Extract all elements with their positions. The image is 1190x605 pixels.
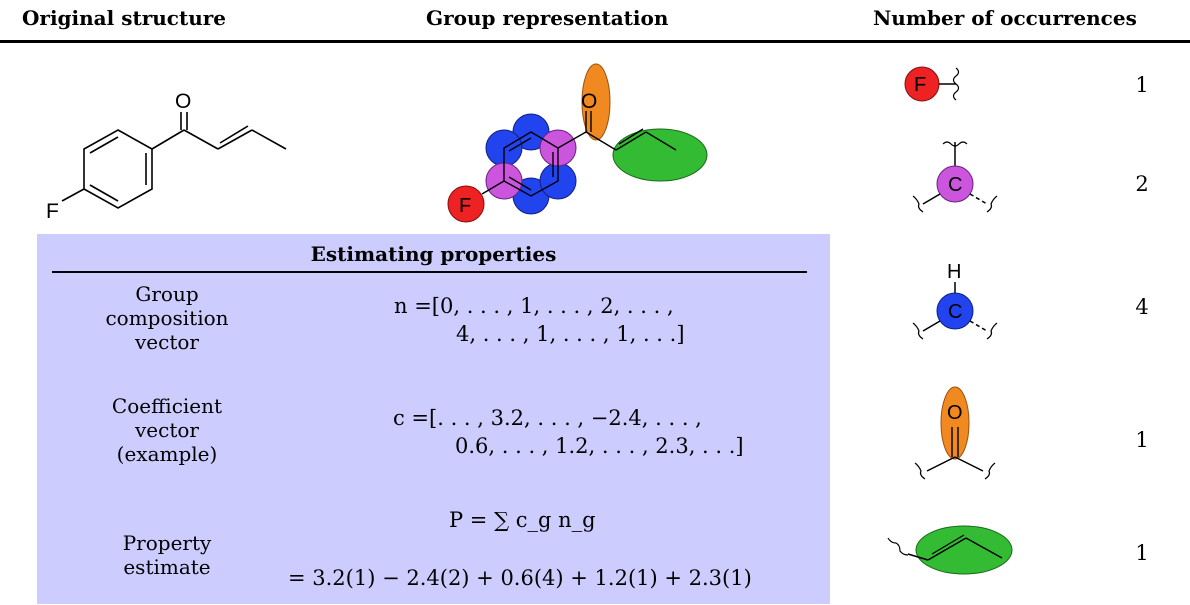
svg-text:O: O [947, 402, 963, 424]
label-group-composition-vector: Group composition vector [105, 282, 229, 354]
count-aromatic-ch: 4 [1135, 295, 1149, 319]
panel-title-rule [52, 271, 807, 273]
count-carbonyl: 1 [1135, 428, 1149, 452]
equation-property-sum: P = ∑ c_g n_g [449, 508, 596, 532]
original-structure-drawing: O F [46, 90, 287, 223]
count-substituted-aromatic-carbon: 2 [1135, 172, 1149, 196]
fluorine-circle [447, 185, 485, 223]
carbonyl-group-ellipse [581, 63, 611, 141]
fluorine-label: F [46, 200, 59, 223]
count-fluorine: 1 [1135, 73, 1149, 97]
equation-coefficient-vector: c =[. . . , 3.2, . . . , −2.4, . . . , 0… [393, 406, 744, 458]
group-representation-drawing: O F [447, 63, 708, 223]
svg-text:C: C [948, 301, 962, 323]
header-group-representation: Group representation [426, 6, 669, 30]
aromatic-ch-icon: H C [912, 261, 998, 340]
vinyl-group-ellipse [612, 128, 708, 182]
group-fluorine-label: F [459, 195, 471, 217]
oxygen-label: O [175, 90, 191, 113]
header-number-of-occurrences: Number of occurrences [873, 6, 1137, 30]
equation-composition-vector: n =[0, . . . , 1, . . . , 2, . . . , 4, … [394, 294, 685, 346]
vinyl-group-icon [887, 525, 1013, 575]
estimating-properties-panel: Estimating properties Group composition … [37, 234, 830, 604]
group-oxygen-label: O [581, 90, 597, 113]
label-coefficient-vector: Coefficient vector (example) [111, 394, 223, 466]
count-vinyl: 1 [1135, 541, 1149, 565]
svg-text:C: C [948, 174, 962, 196]
equation-property-estimate: = 3.2(1) − 2.4(2) + 0.6(4) + 1.2(1) + 2.… [288, 566, 752, 590]
svg-text:H: H [947, 261, 961, 283]
svg-text:F: F [914, 74, 926, 96]
carbonyl-group-icon: O [914, 386, 996, 480]
header-rule [0, 40, 1190, 43]
label-property-estimate: Property estimate [122, 531, 212, 579]
header-original-structure: Original structure [22, 6, 226, 30]
fluorine-group-icon: F [904, 66, 960, 102]
substituted-aromatic-carbon-icon: C [912, 141, 998, 213]
panel-title: Estimating properties [310, 242, 557, 266]
